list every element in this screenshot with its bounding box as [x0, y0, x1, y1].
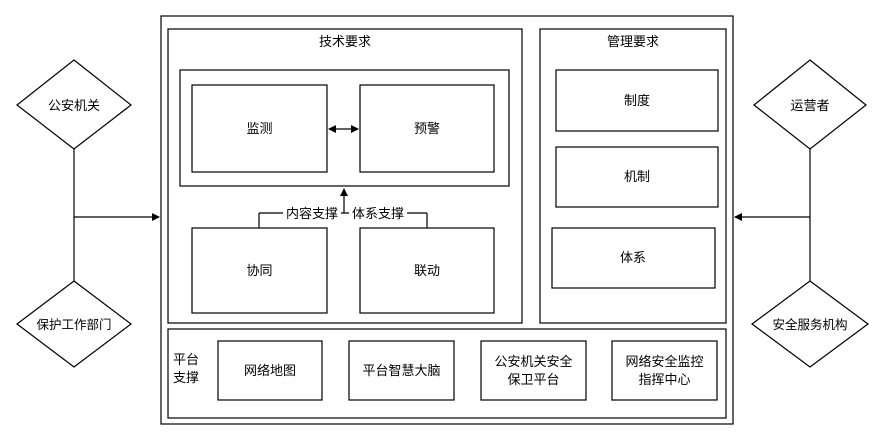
management-requirements-title: 管理要求 [607, 35, 659, 50]
content-support-label: 内容支撑 [286, 206, 338, 222]
actor-public-security-diamond [16, 59, 132, 150]
actor-operator-label: 运营者 [790, 99, 829, 114]
collaboration-label: 协同 [246, 264, 272, 279]
platform-support-label-line1: 平台 [173, 353, 199, 368]
platform-item-command-center-line2: 指挥中心 [638, 373, 690, 388]
technical-requirements-title: 技术要求 [319, 35, 371, 50]
actor-security-service-label: 安全服务机构 [772, 317, 847, 332]
platform-support-label-line2: 支撑 [173, 371, 199, 386]
platform-item-command-center [611, 340, 718, 401]
system-support-mask [349, 205, 407, 222]
collaboration-box [191, 227, 328, 314]
platform-item-network-map-label: 网络地图 [244, 363, 296, 379]
management-item-framework-label: 体系 [620, 251, 646, 266]
platform-item-smart-brain [348, 340, 455, 401]
monitoring-box [191, 84, 328, 173]
linkage-label: 联动 [414, 264, 440, 279]
actor-operator-diamond [753, 59, 867, 150]
warning-box [359, 84, 495, 173]
warning-label: 预警 [414, 121, 440, 137]
platform-item-command-center-line1: 网络安全监控 [625, 354, 703, 370]
linkage-box [359, 227, 495, 314]
management-item-system-rules [555, 69, 719, 132]
actor-protection-department-diamond [16, 280, 132, 368]
management-item-mechanism-label: 机制 [624, 170, 650, 185]
management-item-framework [551, 227, 716, 289]
management-item-mechanism [555, 146, 719, 208]
platform-item-police-security-platform-line2: 保卫平台 [507, 373, 559, 388]
platform-item-smart-brain-label: 平台智慧大脑 [362, 363, 440, 379]
management-item-system-rules-label: 制度 [624, 93, 650, 109]
actor-public-security-label: 公安机关 [48, 99, 100, 114]
system-support-label: 体系支撑 [352, 207, 404, 222]
monitoring-label: 监测 [246, 122, 272, 137]
actor-security-service-diamond [750, 280, 870, 368]
platform-item-police-security-platform [480, 340, 587, 401]
platform-item-network-map [217, 340, 323, 401]
platform-item-police-security-platform-line1: 公安机关安全 [494, 354, 572, 370]
content-support-mask [283, 205, 341, 222]
actor-protection-department-label: 保护工作部门 [36, 317, 111, 332]
